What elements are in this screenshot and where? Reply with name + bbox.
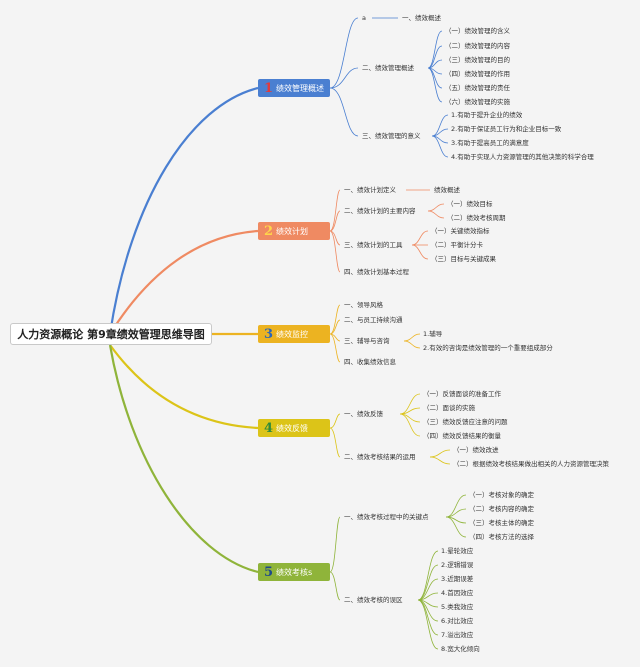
b1-topic-3[interactable]: 三、绩效管理的意义 <box>362 132 421 140</box>
b4-topic-1-item[interactable]: （四）绩效反馈结果的衡量 <box>423 432 501 440</box>
b2-topic-1[interactable]: 一、绩效计划定义 <box>344 186 396 194</box>
b2-topic-1-child[interactable]: 绩效概述 <box>434 186 460 194</box>
b4-topic-1-item[interactable]: （二）面谈的实施 <box>423 404 475 412</box>
b4-topic-1-item[interactable]: （三）绩效反馈应注意的问题 <box>423 418 508 426</box>
branch-5-label: 绩效考核s <box>276 567 313 577</box>
b5-topic-2-item[interactable]: 2.逻辑错误 <box>441 561 474 569</box>
b2-topic-3-item[interactable]: （三）目标与关键成果 <box>431 255 496 263</box>
b5-topic-2-item[interactable]: 3.近期误差 <box>441 575 474 583</box>
b1-topic-2-item[interactable]: （二）绩效管理的内容 <box>445 42 510 50</box>
b5-topic-2-item[interactable]: 4.首因效应 <box>441 589 474 597</box>
b1-topic-2[interactable]: 二、绩效管理概述 <box>362 64 414 72</box>
b3-topic-3-item[interactable]: 1.辅导 <box>423 330 443 338</box>
b2-topic-4[interactable]: 四、绩效计划基本过程 <box>344 268 409 276</box>
branch-5-number: 5 <box>264 564 274 580</box>
branch-3-label: 绩效监控 <box>276 329 309 339</box>
b4-topic-2-item[interactable]: （一）绩效改进 <box>453 446 499 454</box>
b3-topic-3-item[interactable]: 2.有效的咨询是绩效管理的一个重要组成部分 <box>423 344 553 352</box>
connector-root-b5 <box>108 344 259 574</box>
b5-topic-1[interactable]: 一、绩效考核过程中的关键点 <box>344 513 429 521</box>
b2-topic-2-item[interactable]: （二）绩效考核周期 <box>447 214 506 222</box>
connector-root-b1 <box>108 86 259 335</box>
b1-topic-2-item[interactable]: （六）绩效管理的实施 <box>445 98 510 106</box>
b5-topic-1-item[interactable]: （一）考核对象的确定 <box>469 491 534 499</box>
root-topic[interactable]: 人力资源概论 第9章绩效管理思维导图 <box>10 323 212 345</box>
connector-root-b4 <box>109 344 259 430</box>
b4-topic-2-item[interactable]: （二）根据绩效考核结果做出相关的人力资源管理决策 <box>453 460 609 468</box>
b1-topic-a[interactable]: a <box>362 14 366 22</box>
b4-topic-1-item[interactable]: （一）反馈面谈的准备工作 <box>423 390 501 398</box>
branch-4-number: 4 <box>264 420 274 436</box>
b1-topic-3-item[interactable]: 4.有助于实现人力资源管理的其他决策的科学合理 <box>451 153 594 161</box>
b5-topic-2-item[interactable]: 6.对比效应 <box>441 617 474 625</box>
b5-topic-2-item[interactable]: 5.类我效应 <box>441 603 474 611</box>
b2-topic-3-item[interactable]: （一）关键绩效指标 <box>431 227 490 235</box>
b3-topic-1[interactable]: 一、领导风格 <box>344 301 383 309</box>
b2-topic-2[interactable]: 二、绩效计划的主要内容 <box>344 207 416 215</box>
b1-topic-3-item[interactable]: 2.有助于保证员工行为和企业目标一致 <box>451 125 562 133</box>
b1-topic-2-item[interactable]: （三）绩效管理的目的 <box>445 56 510 64</box>
branch-3-number: 3 <box>264 326 274 342</box>
b4-topic-2[interactable]: 二、绩效考核结果的运用 <box>344 453 416 461</box>
connector-root-b2 <box>109 229 259 335</box>
b1-topic-3-item[interactable]: 1.有助于提升企业的绩效 <box>451 111 523 119</box>
b5-topic-2[interactable]: 二、绩效考核的误区 <box>344 596 403 604</box>
branch-2-number: 2 <box>264 223 274 239</box>
b5-topic-2-item[interactable]: 7.溢出效应 <box>441 631 474 639</box>
b5-topic-2-item[interactable]: 8.宽大化倾向 <box>441 645 480 653</box>
b5-topic-2-item[interactable]: 1.晕轮效应 <box>441 547 474 555</box>
b1-topic-2-item[interactable]: （四）绩效管理的作用 <box>445 70 510 78</box>
b2-topic-2-item[interactable]: （一）绩效目标 <box>447 200 493 208</box>
b4-topic-1[interactable]: 一、绩效反馈 <box>344 410 383 418</box>
branch-1-label: 绩效管理概述 <box>276 83 325 93</box>
b5-topic-1-item[interactable]: （三）考核主体的确定 <box>469 519 534 527</box>
b1-topic-2-item[interactable]: （五）绩效管理的责任 <box>445 84 510 92</box>
b5-topic-1-item[interactable]: （二）考核内容的确定 <box>469 505 534 513</box>
b1-topic-3-item[interactable]: 3.有助于提高员工的满意度 <box>451 139 529 147</box>
b3-topic-4[interactable]: 四、收集绩效信息 <box>344 358 396 366</box>
b2-topic-3[interactable]: 三、绩效计划的工具 <box>344 241 403 249</box>
b1-topic-2-item[interactable]: （一）绩效管理的含义 <box>445 27 510 35</box>
b3-topic-3[interactable]: 三、辅导与咨询 <box>344 337 390 345</box>
b5-topic-1-item[interactable]: （四）考核方法的选择 <box>469 533 534 541</box>
b1-topic-a-child[interactable]: 一、绩效概述 <box>402 14 441 22</box>
branch-4-label: 绩效反馈 <box>276 423 309 433</box>
b3-topic-2[interactable]: 二、与员工持续沟通 <box>344 316 403 324</box>
b2-topic-3-item[interactable]: （二）平衡计分卡 <box>431 241 483 249</box>
branch-2-label: 绩效计划 <box>276 226 309 236</box>
branch-1-number: 1 <box>264 80 274 96</box>
